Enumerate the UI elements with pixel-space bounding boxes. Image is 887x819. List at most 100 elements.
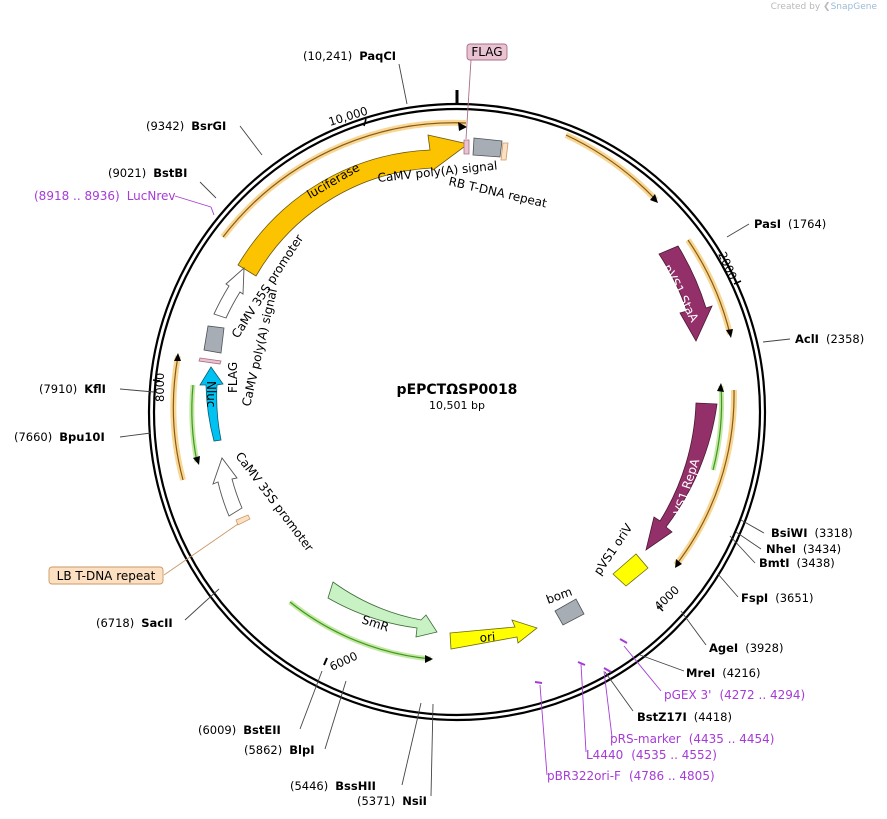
plasmid-length: 10,501 bp bbox=[429, 399, 485, 412]
primer-labels: (8918 .. 8936) LucNrev pGEX 3' (4272 .. 42… bbox=[34, 189, 805, 783]
orf-arrowheads bbox=[174, 122, 733, 663]
smr-arrow bbox=[327, 581, 438, 638]
primer-name: pGEX 3' bbox=[664, 688, 711, 702]
enzyme-pos: (2358) bbox=[826, 332, 864, 346]
enzyme-site-bsshii[interactable]: (5446)BssHII bbox=[290, 779, 376, 793]
enzyme-site-bsrgi[interactable]: (9342)BsrGI bbox=[146, 119, 226, 133]
enzyme-site-bsteii[interactable]: (6009) BstEII bbox=[198, 723, 281, 737]
feature-label-nluc: Nluc bbox=[204, 381, 218, 408]
bom-box bbox=[554, 598, 585, 626]
primer-range: (4786 .. 4805) bbox=[629, 769, 715, 783]
enzyme-name: FspI bbox=[741, 591, 768, 605]
enzyme-site-bmti[interactable]: BmtI(3438) bbox=[759, 556, 835, 570]
enzyme-site-sacii[interactable]: (6718) SacII bbox=[96, 616, 173, 630]
primer-site-lucnrev[interactable]: (8918 .. 8936) LucNrev bbox=[34, 189, 176, 203]
enzyme-site-agei[interactable]: AgeI (3928) bbox=[709, 641, 783, 655]
feature-label-ori: ori bbox=[479, 630, 496, 645]
enzyme-name: AgeI bbox=[709, 641, 738, 655]
primer-name: pBR322ori-F bbox=[547, 769, 621, 783]
ruler-label-4000: 4000 bbox=[651, 583, 682, 613]
enzyme-name: PaqCI bbox=[359, 49, 396, 63]
enzyme-pos: (3318) bbox=[815, 526, 853, 540]
primer-range: (4272 .. 4294) bbox=[719, 688, 805, 702]
enzyme-pos: (9021) bbox=[108, 166, 146, 180]
enzyme-pos: (9342) bbox=[146, 119, 184, 133]
feature-shapes bbox=[198, 134, 718, 650]
enzyme-name: BstEII bbox=[243, 723, 281, 737]
enzyme-pos: (7660) bbox=[14, 430, 52, 444]
primer-range: (4535 .. 4552) bbox=[631, 748, 717, 762]
enzyme-labels: (10,241) PaqCI (9342)BsrGI (9021)BstBI (7… bbox=[14, 49, 864, 808]
enzyme-pos: (6009) bbox=[198, 723, 236, 737]
ruler-label-6000: 6000 bbox=[327, 649, 359, 674]
enzyme-leaders bbox=[119, 63, 791, 797]
enzyme-name: MreI bbox=[686, 666, 715, 680]
enzyme-pos: (7910) bbox=[39, 382, 77, 396]
flag-small-box bbox=[198, 357, 222, 365]
primer-range: (8918 .. 8936) bbox=[34, 189, 120, 203]
enzyme-name: Bpu10I bbox=[59, 430, 104, 444]
nluc-arrow bbox=[199, 366, 224, 442]
primer-site-prs-marker[interactable]: pRS-marker(4435 .. 4454) bbox=[610, 732, 774, 746]
camv-polya-top-box bbox=[472, 137, 503, 158]
enzyme-name: BlpI bbox=[289, 743, 314, 757]
primer-name: pRS-marker bbox=[610, 732, 681, 746]
enzyme-pos: (3651) bbox=[775, 591, 813, 605]
enzyme-pos: (1764) bbox=[788, 217, 826, 231]
luciferase-arrow bbox=[237, 134, 469, 277]
primer-name: LucNrev bbox=[127, 189, 176, 203]
plasmid-title: pEPCTΩSP0018 10,501 bp bbox=[397, 382, 518, 412]
enzyme-pos: (10,241) bbox=[303, 49, 352, 63]
pvs1-staa-arrow bbox=[658, 245, 713, 342]
enzyme-name: BmtI bbox=[759, 556, 790, 570]
enzyme-site-mrei[interactable]: MreI (4216) bbox=[686, 666, 760, 680]
camv-35s-promoter-upper-arrow bbox=[213, 266, 245, 319]
feature-label-pvs1-repa: pVS1 RepA bbox=[669, 456, 703, 524]
enzyme-site-paqci[interactable]: (10,241) PaqCI bbox=[303, 49, 396, 63]
feature-label-camv-35s-promoter-lower: CaMV 35S promoter bbox=[233, 449, 317, 554]
enzyme-pos: (5371) bbox=[357, 794, 395, 808]
primer-site-l4440[interactable]: L4440(4535 .. 4552) bbox=[586, 748, 717, 762]
primer-site-pbr322ori-f[interactable]: pBR322ori-F (4786 .. 4805) bbox=[547, 769, 715, 783]
enzyme-name: AclI bbox=[795, 332, 819, 346]
enzyme-name: NsiI bbox=[402, 794, 427, 808]
enzyme-site-bsiwi[interactable]: BsiWI (3318) bbox=[771, 526, 853, 540]
enzyme-site-nsii[interactable]: (5371) NsiI bbox=[357, 794, 427, 808]
enzyme-pos: (3928) bbox=[745, 641, 783, 655]
rb-tdna-repeat-box bbox=[500, 142, 509, 161]
camv-35s-promoter-lower-arrow bbox=[212, 457, 243, 517]
enzyme-site-nhei[interactable]: NheI(3434) bbox=[766, 542, 841, 556]
enzyme-name: SacII bbox=[141, 616, 172, 630]
pvs1-oriv-box bbox=[612, 553, 649, 587]
pvs1-repa-arrow bbox=[645, 402, 718, 551]
enzyme-name: BsiWI bbox=[771, 526, 808, 540]
snapgene-logo-icon: ❮ bbox=[823, 2, 831, 12]
camv-polya-left-box bbox=[203, 325, 225, 354]
enzyme-site-fspi[interactable]: FspI (3651) bbox=[741, 591, 813, 605]
enzyme-site-acli[interactable]: AclI (2358) bbox=[795, 332, 864, 346]
credit-prefix: Created by bbox=[770, 2, 821, 12]
enzyme-pos: (4216) bbox=[722, 666, 760, 680]
plasmid-name: pEPCTΩSP0018 bbox=[397, 382, 518, 398]
enzyme-pos: (5446) bbox=[290, 779, 328, 793]
enzyme-site-bstz17i[interactable]: BstZ17I(4418) bbox=[637, 710, 732, 724]
credit-brand: SnapGene bbox=[830, 2, 877, 12]
enzyme-site-pasi[interactable]: PasI(1764) bbox=[754, 217, 826, 231]
lb-tdna-repeat-box bbox=[235, 514, 251, 526]
enzyme-site-kfli[interactable]: (7910) KflI bbox=[39, 382, 106, 396]
enzyme-site-bpu10i[interactable]: (7660) Bpu10I bbox=[14, 430, 105, 444]
primer-site-pgex-3[interactable]: pGEX 3' (4272 .. 4294) bbox=[664, 688, 805, 702]
ruler-label-8000: 8000 bbox=[153, 373, 167, 402]
feature-label-flag-left: FLAG bbox=[226, 362, 240, 393]
enzyme-name: KflI bbox=[84, 382, 106, 396]
enzyme-pos: (6718) bbox=[96, 616, 134, 630]
enzyme-site-blpi[interactable]: (5862) BlpI bbox=[244, 743, 314, 757]
ruler-label-2000: 2000 bbox=[715, 250, 740, 282]
enzyme-site-bstbi[interactable]: (9021)BstBI bbox=[108, 166, 187, 180]
feature-label-rb-tdna-repeat: RB T-DNA repeat bbox=[447, 174, 548, 210]
flag-top-box bbox=[463, 139, 470, 155]
enzyme-pos: (5862) bbox=[244, 743, 282, 757]
boxed-label-lb-tdna-repeat: LB T-DNA repeat bbox=[57, 569, 156, 583]
enzyme-name: NheI bbox=[766, 542, 796, 556]
